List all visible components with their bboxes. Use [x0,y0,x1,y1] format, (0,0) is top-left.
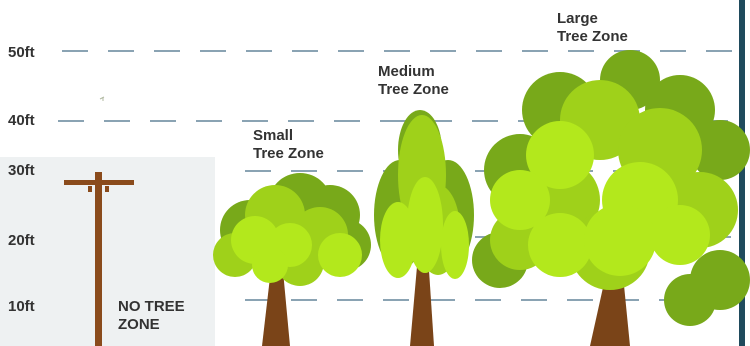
large-tree-zone-line1: Large [557,10,628,28]
height-label-20ft: 20ft [8,232,35,250]
no-tree-zone-line2: ZONE [118,316,185,334]
large-tree-zone-label: Large Tree Zone [557,10,628,46]
small-tree-zone-line2: Tree Zone [253,145,324,163]
medium-tree-icon [374,110,474,346]
small-tree-icon [213,173,371,346]
medium-tree-zone-line2: Tree Zone [378,81,449,99]
small-tree-zone-line1: Small [253,127,324,145]
medium-tree-zone-line1: Medium [378,63,449,81]
no-tree-zone-label: NO TREE ZONE [118,298,185,334]
large-tree-zone-line2: Tree Zone [557,28,628,46]
height-label-30ft: 30ft [8,162,35,180]
height-label-40ft: 40ft [8,112,35,130]
medium-tree-zone-label: Medium Tree Zone [378,63,449,99]
large-tree-icon [472,50,750,346]
no-tree-zone-line1: NO TREE [118,298,185,316]
height-label-10ft: 10ft [8,298,35,316]
height-label-50ft: 50ft [8,44,35,62]
small-tree-zone-label: Small Tree Zone [253,127,324,163]
small-decoration [100,97,104,101]
